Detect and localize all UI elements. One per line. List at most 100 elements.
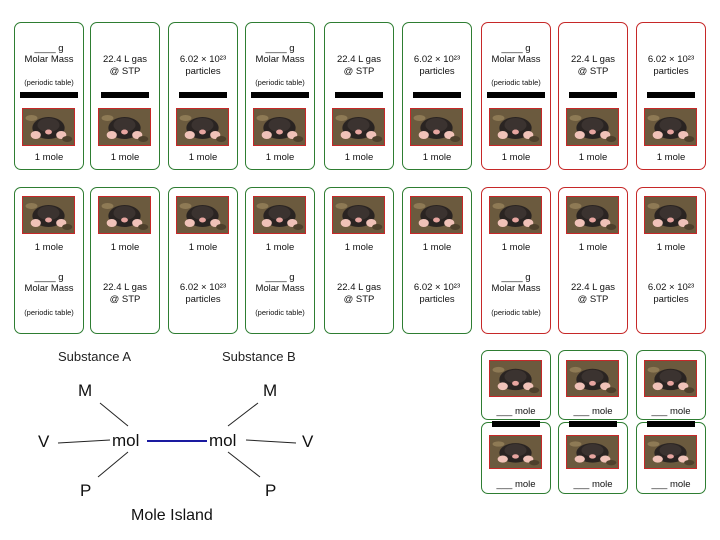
mole-picture-icon — [567, 361, 618, 396]
mole-picture — [176, 196, 229, 234]
blank-mole-label: ___ mole — [651, 479, 691, 490]
mole-picture — [489, 360, 542, 397]
mole-picture-icon — [567, 109, 618, 145]
mole-picture-icon — [645, 436, 696, 468]
mole-picture — [22, 108, 75, 146]
mole-picture — [566, 108, 619, 146]
mole-picture — [566, 196, 619, 234]
particles-label: particles — [419, 294, 455, 305]
mole-picture — [98, 108, 151, 146]
mole-picture — [332, 108, 385, 146]
stp-label: @ STP — [577, 66, 609, 77]
avogadro-number-label: 6.02 × 10²³ — [179, 282, 227, 293]
one-mole-label: 1 mole — [501, 242, 531, 253]
mole-picture — [98, 196, 151, 234]
mole-picture-icon — [645, 109, 696, 145]
avogadro-number-label: 6.02 × 10²³ — [647, 282, 695, 293]
grams-blank: ____ g — [34, 272, 64, 283]
avogadro-number-label: 6.02 × 10²³ — [647, 54, 695, 65]
mole-picture — [22, 196, 75, 234]
mole-picture-icon — [177, 197, 228, 233]
one-mole-label: 1 mole — [34, 242, 64, 253]
right-m-line — [227, 402, 259, 427]
right-mol-node: mol — [209, 431, 237, 450]
one-mole-label: 1 mole — [422, 152, 452, 163]
particles-label: particles — [653, 66, 689, 77]
mole-picture — [489, 435, 542, 469]
particles-label: particles — [653, 294, 689, 305]
fill-in-bar — [569, 421, 617, 427]
gas-volume-label: 22.4 L gas — [102, 282, 148, 293]
blank-mole-label: ___ mole — [573, 406, 613, 417]
blank-mole-label: ___ mole — [496, 479, 536, 490]
mole-picture-icon — [567, 436, 618, 468]
one-mole-label: 1 mole — [188, 242, 218, 253]
mini-card-4[interactable]: ___ mole — [481, 421, 551, 494]
mole-picture — [644, 360, 697, 397]
gas-volume-label: 22.4 L gas — [102, 54, 148, 65]
one-mole-label: 1 mole — [34, 152, 64, 163]
mini-card-6[interactable]: ___ mole — [636, 421, 706, 494]
left-p-line — [97, 451, 129, 478]
grams-blank: ____ g — [265, 272, 295, 283]
mole-picture — [566, 435, 619, 469]
blank-mole-label: ___ mole — [573, 479, 613, 490]
avogadro-number-label: 6.02 × 10²³ — [179, 54, 227, 65]
stp-label: @ STP — [109, 294, 141, 305]
molar-mass-label: Molar Mass — [491, 54, 541, 65]
one-mole-label: 1 mole — [265, 152, 295, 163]
molar-mass-label: Molar Mass — [491, 283, 541, 294]
mini-card-5[interactable]: ___ mole — [558, 421, 628, 494]
left-v-line — [57, 439, 111, 444]
periodic-table-note: (periodic table) — [24, 308, 74, 317]
stp-label: @ STP — [343, 66, 375, 77]
mole-picture-icon — [333, 197, 384, 233]
mole-picture — [644, 435, 697, 469]
one-mole-label: 1 mole — [656, 152, 686, 163]
mole-picture — [566, 360, 619, 397]
mole-picture-icon — [411, 109, 462, 145]
mole-picture — [410, 196, 463, 234]
mole-picture-icon — [254, 109, 305, 145]
mole-picture-icon — [23, 109, 74, 145]
mole-picture-icon — [490, 109, 541, 145]
mole-island-title: Mole Island — [131, 507, 213, 524]
mole-picture — [176, 108, 229, 146]
right-volume-v: V — [302, 432, 314, 451]
fill-in-bar — [251, 92, 309, 98]
fill-in-bar — [179, 92, 227, 98]
mini-card-3[interactable]: ___ mole — [636, 350, 706, 420]
grams-blank: ____ g — [265, 43, 295, 54]
mole-picture-icon — [490, 361, 541, 396]
mole-picture-icon — [490, 436, 541, 468]
particles-label: particles — [185, 294, 221, 305]
mini-card-1[interactable]: ___ mole — [481, 350, 551, 420]
mini-card-2[interactable]: ___ mole — [558, 350, 628, 420]
particles-label: particles — [419, 66, 455, 77]
right-p-line — [227, 451, 261, 478]
mole-picture-icon — [99, 197, 150, 233]
blank-mole-label: ___ mole — [496, 406, 536, 417]
one-mole-label: 1 mole — [656, 242, 686, 253]
mole-picture-icon — [411, 197, 462, 233]
mole-picture — [410, 108, 463, 146]
